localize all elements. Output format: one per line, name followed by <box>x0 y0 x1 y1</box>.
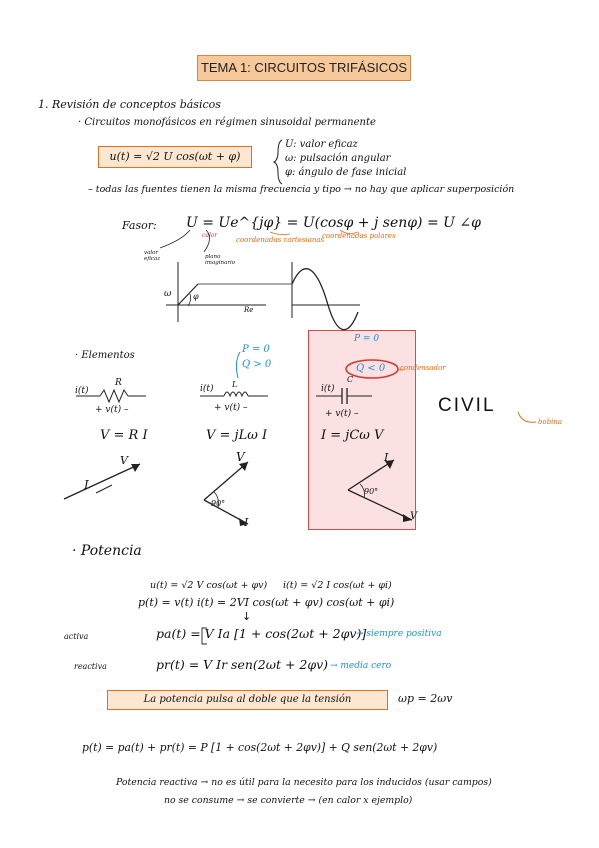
ann-arrow-3 <box>269 231 291 236</box>
capacitor-phasor-v-line <box>347 489 413 521</box>
bobina-label: bobina <box>538 418 563 426</box>
inductor-phasor-i-head <box>239 518 248 526</box>
fasor-label: Fasor: <box>122 219 157 232</box>
ann-arrow-4 <box>339 229 359 234</box>
total-power-eq: p(t) = pa(t) + pr(t) = P [1 + cos(2ωt + … <box>82 741 438 754</box>
voltage-eq: u(t) = √2 V cos(ωt + φv) <box>150 580 268 591</box>
inductor-phasor-v-head <box>239 462 248 471</box>
capacitor-q: Q < 0 <box>356 363 386 374</box>
fasor-expression: U = Ue^{jφ} = U(cosφ + j senφ) = U ∠φ <box>186 215 481 231</box>
resistor-current: i(t) <box>75 386 89 396</box>
ann-polares: coordenadas polares <box>322 232 396 240</box>
ann-calor: calor <box>202 232 218 239</box>
inductor-q: Q > 0 <box>242 359 272 370</box>
resistor-zigzag <box>99 388 129 404</box>
inductor-p: P = 0 <box>242 344 270 355</box>
inductor-phasor-v: V <box>236 450 245 464</box>
ann-cartesianas: coordenadas cartesianas <box>236 236 325 244</box>
superposition-note: – todas las fuentes tienen la misma frec… <box>88 184 515 195</box>
legend-omega: ω: pulsación angular <box>285 153 391 164</box>
ann-plano: plano imaginario <box>205 254 236 266</box>
ann-valor-eficaz: valor eficaz <box>144 250 161 262</box>
current-eq: i(t) = √2 I cos(ωt + φi) <box>283 580 392 591</box>
legend-u: U: valor eficaz <box>285 139 358 150</box>
capacitor-phasor-i-line <box>347 459 395 491</box>
bracket-decor <box>201 627 207 645</box>
power-eq: p(t) = v(t) i(t) = 2VI cos(ωt + φv) cos(… <box>138 596 395 609</box>
condensador-label: condensador <box>400 364 446 372</box>
resistor-phasor-i: I <box>84 478 89 492</box>
page-title: TEMA 1: CIRCUITOS TRIFÁSICOS <box>197 55 411 81</box>
plot-omega: ω <box>164 289 172 299</box>
resistor-phasor-head <box>131 464 140 472</box>
resistor-voltage: + v(t) – <box>95 405 129 415</box>
resistor-name: R <box>115 378 122 388</box>
elementos-heading: · Elementos <box>75 350 135 361</box>
capacitor-law: I = jCω V <box>321 428 384 443</box>
resistor-phasor-v: V <box>120 454 128 467</box>
plot-re: Re <box>244 306 254 314</box>
capacitor-phasor-v: V <box>410 511 418 522</box>
reactiva-label: reactiva <box>74 662 107 671</box>
inductor-angle: 90° <box>211 499 226 508</box>
ann-arrow-2 <box>203 229 210 253</box>
capacitor-current: i(t) <box>321 384 335 394</box>
reactiva-note: → media cero <box>330 661 392 671</box>
inductor-phasor-v-line <box>203 461 249 501</box>
formula-box: u(t) = √2 U cos(ωt + φ) <box>98 146 252 168</box>
inductor-angle-arc <box>213 491 219 509</box>
capacitor-phasor-i-head <box>385 460 394 469</box>
activa-label: activa <box>64 632 89 641</box>
capacitor-phasor-i: I <box>384 451 389 464</box>
inductor-coil <box>223 391 249 398</box>
legend-brace <box>272 139 283 185</box>
ann-arrow-1 <box>159 229 191 249</box>
section-heading: 1. Revisión de conceptos básicos <box>38 98 221 111</box>
potencia-heading: · Potencia <box>72 543 142 559</box>
sine-wave <box>291 268 359 331</box>
section-subtitle: · Circuitos monofásicos en régimen sinus… <box>78 117 376 128</box>
activa-eq: pa(t) = V Ia [1 + cos(2ωt + 2φv)] <box>156 626 367 641</box>
legend-phi: φ: ángulo de fase inicial <box>285 167 407 178</box>
bobina-arrow <box>517 411 537 423</box>
inductor-voltage: + v(t) – <box>214 403 248 413</box>
civil-mnemonic: CIVIL <box>438 395 496 416</box>
activa-note: → siempre positiva <box>356 629 442 639</box>
resistor-phasor-i-mark <box>95 484 113 494</box>
reactiva-line2: no se consume → se convierte → (en calor… <box>164 795 413 806</box>
inductor-name: L <box>232 380 238 389</box>
resistor-phasor-line <box>63 463 141 500</box>
resistor-law: V = R I <box>100 428 148 443</box>
inductor-law: V = jLω I <box>206 428 268 443</box>
inductor-pq-arrow <box>235 351 241 379</box>
capacitor-name: C <box>347 375 354 384</box>
inductor-current: i(t) <box>200 384 214 394</box>
doble-box: La potencia pulsa al doble que la tensió… <box>107 690 388 710</box>
capacitor-voltage: + v(t) – <box>325 409 359 419</box>
down-arrow: ↓ <box>242 610 252 623</box>
capacitor-phasor-v-head <box>403 514 412 522</box>
capacitor-angle: 90° <box>364 487 379 496</box>
reactiva-eq: pr(t) = V Ir sen(2ωt + 2φv) <box>156 657 329 672</box>
plot-angle-arc <box>187 293 192 307</box>
plot-phi: φ <box>193 292 199 301</box>
plot-phasor <box>177 283 199 306</box>
q-circle <box>345 359 399 379</box>
reactiva-line1: Potencia reactiva → no es útil para la n… <box>116 777 492 788</box>
capacitor-p: P = 0 <box>354 334 380 344</box>
omega-p: ωp = 2ωv <box>398 692 453 705</box>
capacitor-angle-arc <box>359 483 365 499</box>
